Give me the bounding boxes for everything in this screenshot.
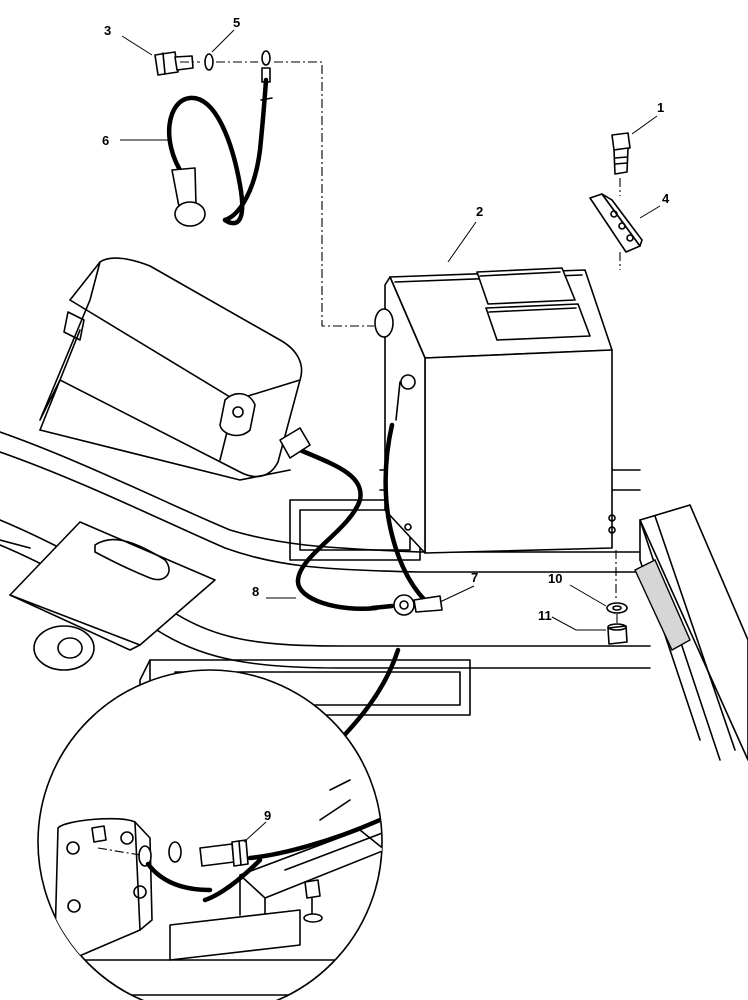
- callout-9: 9: [264, 808, 271, 823]
- bolt-and-washer: [154, 51, 214, 76]
- detail-view: [37, 669, 383, 1000]
- leader-lines: [120, 29, 661, 843]
- battery: [374, 267, 616, 554]
- callout-7: 7: [471, 570, 478, 585]
- callout-11: 11: [538, 608, 552, 623]
- chassis-frame: [0, 431, 748, 761]
- callout-labels: 1 2 3 4 5 6 7 8 9 10 11: [102, 15, 670, 823]
- assembly-lines: [180, 61, 621, 624]
- callout-2: 2: [476, 204, 483, 219]
- callout-5: 5: [233, 15, 240, 30]
- callout-4: 4: [662, 191, 670, 206]
- callout-6: 6: [102, 133, 109, 148]
- callout-10: 10: [548, 571, 562, 586]
- tilted-tool-box: [39, 257, 303, 481]
- callout-8: 8: [252, 584, 259, 599]
- washer-and-nut: [606, 602, 628, 645]
- callout-3: 3: [104, 23, 111, 38]
- hold-down-bolt-and-bracket: [589, 132, 643, 253]
- callout-1: 1: [657, 100, 664, 115]
- ground-strap: [167, 50, 273, 227]
